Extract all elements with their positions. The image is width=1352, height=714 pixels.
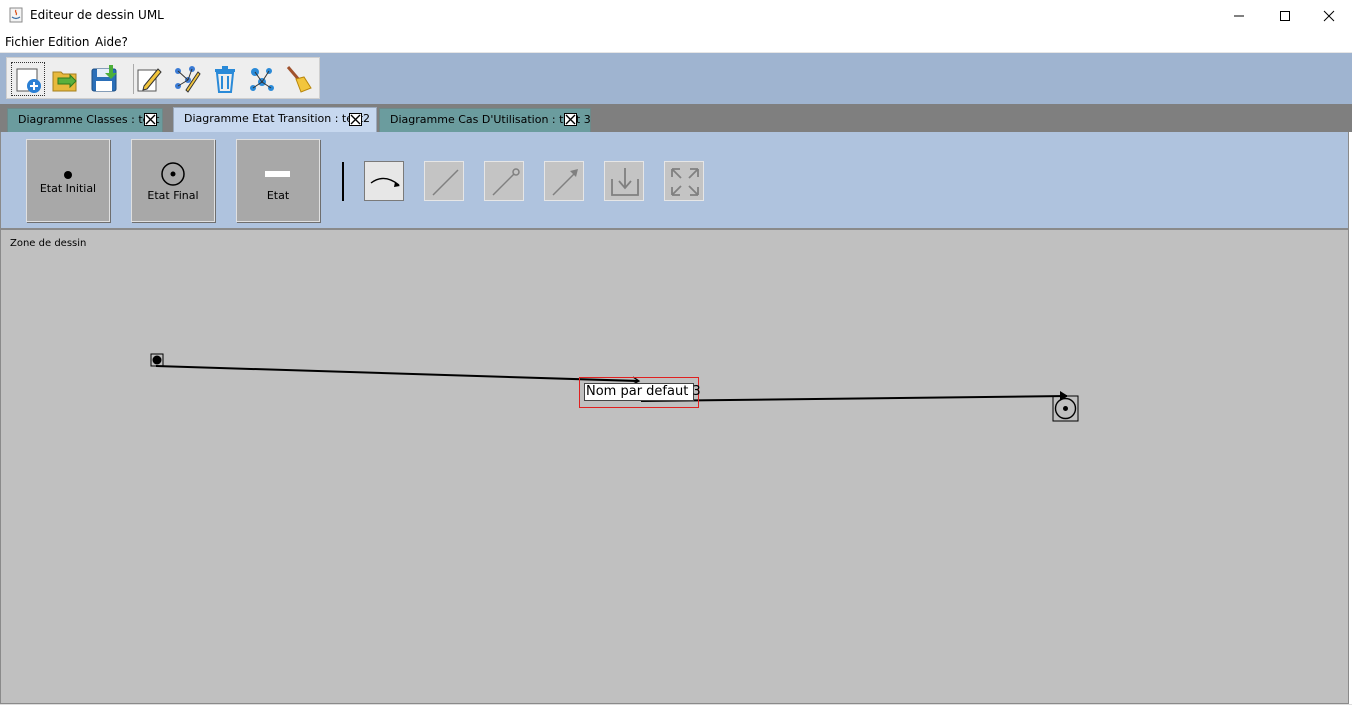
open-folder-icon (52, 71, 77, 92)
trash-icon (215, 66, 235, 93)
arrow-line-icon (552, 169, 578, 196)
toolbar-separator (133, 64, 134, 94)
arrow-line-button[interactable] (544, 161, 584, 201)
edit-button[interactable] (132, 62, 166, 96)
initial-state-button[interactable]: Etat Initial (26, 139, 110, 222)
state-label: Etat (266, 189, 290, 202)
drawing-zone[interactable]: Zone de dessin Nom par defaut 3 (0, 228, 1349, 704)
diagram-svg (150, 353, 1079, 422)
initial-state-icon (64, 171, 72, 179)
fullscreen-button[interactable] (664, 161, 704, 201)
tab-diagramme-classes[interactable]: Diagramme Classes : test (7, 108, 163, 132)
state-node-selected[interactable]: Nom par defaut 3 (579, 377, 701, 408)
state-icon (265, 171, 290, 177)
new-diagram-icon (16, 68, 41, 93)
save-icon (91, 65, 117, 92)
element-palette: Etat Initial Etat Final Etat (0, 132, 1349, 228)
fullscreen-icon (671, 168, 699, 196)
initial-state-label: Etat Initial (39, 182, 97, 195)
java-app-icon (9, 7, 23, 23)
edit-relations-icon (175, 66, 201, 93)
tab-strip: Diagramme Classes : test Diagramme Etat … (0, 104, 1352, 132)
initial-state-node[interactable] (150, 353, 164, 367)
curved-transition-icon (370, 177, 400, 187)
maximize-button[interactable] (1262, 0, 1308, 31)
line-icon (432, 169, 459, 196)
tab-close-button[interactable] (564, 113, 577, 126)
main-toolbar (6, 57, 320, 99)
save-button[interactable] (87, 62, 121, 96)
open-button[interactable] (48, 62, 82, 96)
import-icon (611, 168, 639, 196)
state-button[interactable]: Etat (236, 139, 320, 222)
title-bar: Editeur de dessin UML (0, 0, 1352, 31)
delete-button[interactable] (208, 62, 242, 96)
final-state-node[interactable] (1052, 395, 1079, 422)
state-name-field[interactable]: Nom par defaut 3 (584, 383, 701, 401)
line-button[interactable] (424, 161, 464, 201)
window-title: Editeur de dessin UML (30, 8, 164, 22)
transition-arrow[interactable] (640, 391, 1068, 402)
tab-diagramme-cas-utilisation[interactable]: Diagramme Cas D'Utilisation : test 3 (379, 108, 591, 132)
tab-close-button[interactable] (349, 113, 362, 126)
bottom-strip (0, 704, 1352, 714)
close-window-button[interactable] (1306, 0, 1352, 31)
tab-label: Diagramme Classes : test (18, 113, 160, 126)
close-icon (350, 114, 361, 125)
association-line-button[interactable] (484, 161, 524, 201)
maximize-icon (1280, 11, 1290, 21)
line-endpoint-icon (492, 168, 520, 196)
tab-close-button[interactable] (144, 113, 157, 126)
network-button[interactable] (245, 62, 279, 96)
network-icon (250, 68, 274, 91)
edit-relations-button[interactable] (170, 62, 204, 96)
curved-transition-button[interactable] (364, 161, 404, 201)
minimize-icon (1234, 15, 1244, 17)
menu-aide[interactable]: Aide? (95, 35, 128, 49)
minimize-button[interactable] (1216, 0, 1262, 31)
import-button[interactable] (604, 161, 644, 201)
drawing-zone-label: Zone de dessin (10, 238, 87, 249)
palette-separator (342, 162, 344, 201)
tab-label: Diagramme Cas D'Utilisation : test 3 (390, 113, 591, 126)
close-icon (145, 114, 156, 125)
tab-label: Diagramme Etat Transition : test2 (184, 112, 371, 125)
new-diagram-button[interactable] (11, 62, 45, 96)
transition-arrow[interactable] (155, 365, 641, 385)
final-state-label: Etat Final (147, 189, 199, 202)
toolbar-band (0, 53, 1352, 104)
menu-fichier[interactable]: Fichier (5, 35, 45, 49)
final-state-button[interactable]: Etat Final (131, 139, 215, 222)
edit-pencil-icon (137, 68, 162, 92)
close-icon (1323, 10, 1335, 22)
menu-bar: Fichier Edition Aide? (0, 31, 1352, 53)
close-icon (565, 114, 576, 125)
clear-button[interactable] (281, 62, 315, 96)
final-state-icon (161, 162, 185, 186)
broom-icon (286, 66, 312, 93)
tab-diagramme-etat-transition[interactable]: Diagramme Etat Transition : test2 (173, 107, 377, 132)
menu-edition[interactable]: Edition (48, 35, 90, 49)
